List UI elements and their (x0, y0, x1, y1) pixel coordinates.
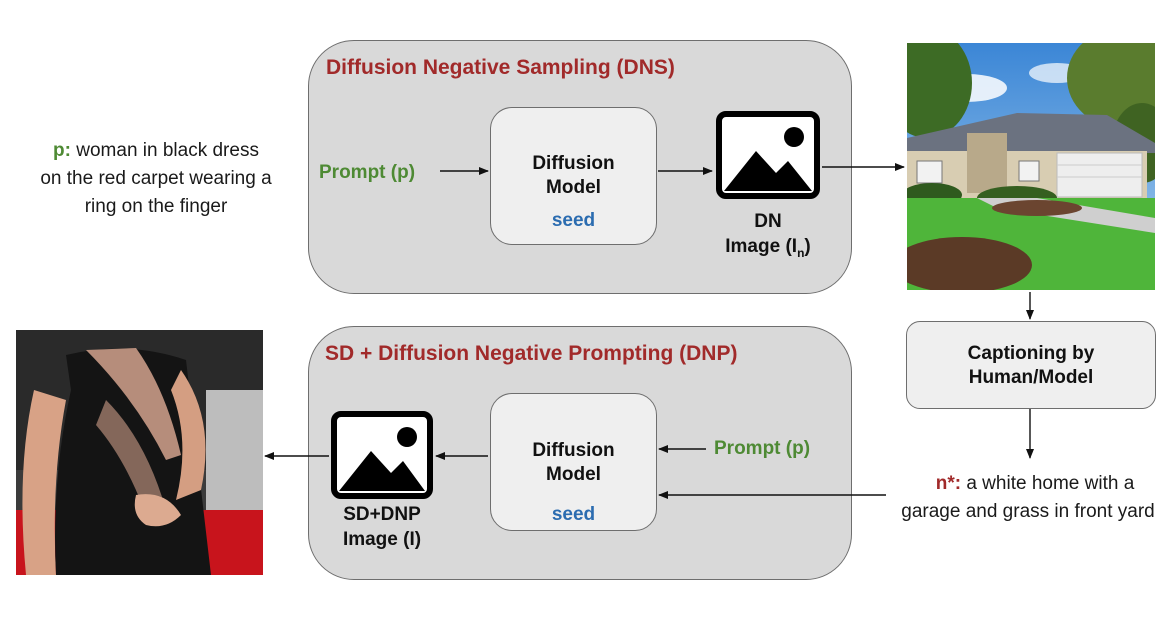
input-prompt-text: p: woman in black dress on the red carpe… (8, 137, 304, 221)
dnp-title: SD + Diffusion Negative Prompting (DNP) (325, 342, 738, 365)
negative-prefix: n*: (935, 473, 962, 494)
prompt-prefix: p: (53, 140, 71, 161)
dns-seed-label: seed (551, 210, 596, 231)
prompt-line-2: on the red carpet wearing a (40, 168, 272, 189)
negative-prompt-text: n*: a white home with a garage and grass… (880, 470, 1176, 526)
dns-title: Diffusion Negative Sampling (DNS) (326, 56, 675, 79)
house-photo (907, 43, 1155, 290)
dns-image-label-line-2: Image (In) (725, 236, 811, 260)
woman-photo (16, 330, 263, 575)
prompt-line-3: ring on the finger (84, 196, 228, 217)
negative-line-1: a white home with a (961, 473, 1135, 494)
dnp-prompt-label: Prompt (p) (714, 438, 811, 459)
captioning-line-2: Human/Model (968, 367, 1094, 388)
dns-image-label-line-1: DN (754, 211, 782, 232)
dnp-image-label-line-2: Image (I) (342, 529, 422, 550)
captioning-line-1: Captioning by (967, 343, 1095, 364)
captioning-box: Captioning by Human/Model (906, 321, 1156, 409)
dnp-image-label: SD+DNP Image (I) (316, 502, 448, 552)
dns-image-label: DN Image (In) (700, 209, 836, 266)
dns-prompt-label: Prompt (p) (319, 162, 416, 183)
dnp-model-line-1: Diffusion (532, 440, 615, 461)
dns-model-line-1: Diffusion (532, 153, 615, 174)
image-icon (716, 111, 820, 199)
dns-diffusion-model-box: Diffusion Model seed (490, 107, 657, 245)
dnp-model-line-2: Model (546, 464, 601, 485)
prompt-line-1: woman in black dress (70, 140, 259, 161)
dns-model-line-2: Model (546, 177, 601, 198)
image-icon (331, 411, 433, 499)
dnp-diffusion-model-box: Diffusion Model seed (490, 393, 657, 531)
dnp-image-label-line-1: SD+DNP (343, 504, 421, 525)
dnp-seed-label: seed (551, 504, 596, 525)
negative-line-2: garage and grass in front yard (901, 501, 1155, 522)
